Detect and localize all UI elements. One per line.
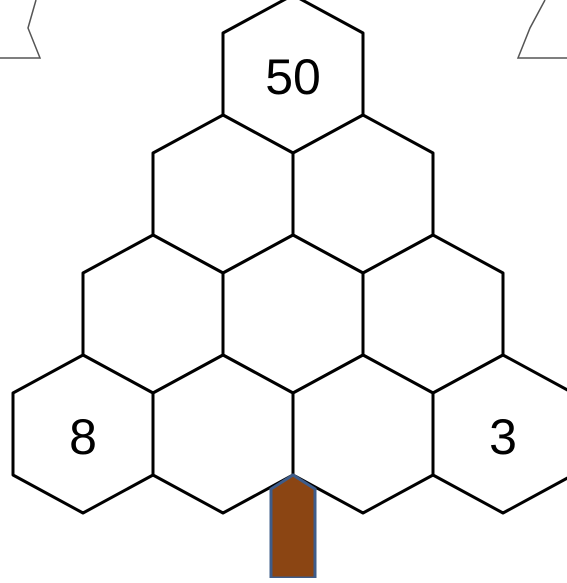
- hex-cell-value: 50: [265, 49, 321, 105]
- corner-decoration-left: [0, 0, 40, 58]
- tree-trunk: [271, 475, 315, 578]
- hex-cell-value: 3: [489, 409, 517, 465]
- corner-decoration-right: [518, 0, 567, 58]
- hex-cell-value: 8: [69, 409, 97, 465]
